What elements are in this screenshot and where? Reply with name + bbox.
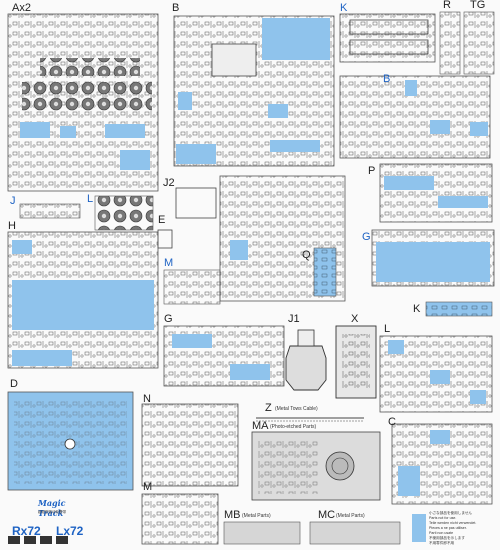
track-left-count: Lx72 (56, 524, 84, 538)
part-z-tow-cable (256, 417, 364, 422)
sprue-b (173, 15, 335, 167)
label-ma: MA (252, 420, 269, 432)
sprue-k-right (425, 301, 493, 317)
sprue-k-top (339, 13, 436, 63)
magic-track-logo: Magic Track 超轻型驱动轮履带 (38, 498, 78, 518)
label-q: Q (302, 249, 311, 261)
label-p: P (368, 165, 376, 177)
legend-line: Pieces a ne pas utiliser. (429, 526, 467, 530)
logo-subtitle: 超轻型驱动轮履带 (38, 510, 66, 514)
note-mb: (Metal Parts) (242, 513, 271, 519)
part-j1-turret (285, 329, 327, 391)
label-l-left: L (87, 193, 94, 205)
label-mc: MC (318, 509, 336, 521)
sprue-r-tg (439, 11, 495, 75)
logo-brand: Magic Track (38, 498, 66, 518)
label-j1: J1 (288, 313, 300, 325)
metal-parts-mb (223, 521, 301, 545)
note-ma: (Photo-etched Parts) (270, 424, 317, 430)
label-j2: J2 (163, 177, 175, 189)
legend-line: 不用零件即不用 (429, 541, 455, 545)
label-e: E (158, 214, 166, 226)
label-j: J (10, 195, 16, 207)
label-k-top: K (340, 2, 348, 14)
label-ax2: Ax2 (12, 2, 31, 14)
sprue-g-right (371, 229, 495, 287)
legend-swatch (412, 514, 426, 542)
sprue-g-mid (163, 325, 285, 387)
sprue-j (19, 203, 81, 219)
note-mc: (Metal Parts) (336, 513, 365, 519)
legend-line: 小さな部品を使用しません (429, 511, 473, 515)
unused-parts-legend: 小さな部品を使用しません Parts not for use. Teile we… (412, 511, 498, 548)
legend-line: 不使用部品を示します (429, 536, 465, 540)
label-c: C (388, 416, 396, 428)
sheet-ma-photo-etch (251, 431, 381, 501)
part-e (157, 229, 173, 249)
label-g-right: G (362, 231, 371, 243)
track-links-icon (8, 536, 68, 544)
label-k-right: K (413, 303, 421, 315)
track-right-count: Rx72 (12, 524, 41, 538)
sprue-l-right (379, 335, 493, 413)
legend-line: Teile werden nicht verwendet. (429, 521, 477, 525)
label-m-blue: M (164, 257, 174, 269)
part-x-hull (335, 325, 377, 399)
label-z: Z (265, 402, 272, 414)
label-g-mid: G (164, 313, 173, 325)
label-tg: TG (470, 0, 486, 11)
label-b: B (172, 2, 180, 14)
sprue-h (7, 231, 159, 369)
label-mb: MB (224, 509, 241, 521)
sprue-c (391, 423, 493, 505)
sprue-p (379, 163, 493, 223)
sprue-ax2 (7, 13, 159, 192)
label-l-right: L (384, 323, 391, 335)
label-d: D (10, 378, 18, 390)
sprue-b-right (339, 75, 491, 159)
label-n: N (143, 393, 151, 405)
sprue-m-blue (163, 269, 221, 305)
sprue-m-bottom (141, 493, 219, 545)
label-x: X (351, 313, 359, 325)
label-b-right: B (383, 73, 391, 85)
legend-line: Parts not for use. (429, 516, 457, 520)
sprue-d (7, 391, 134, 491)
sprue-n (141, 403, 239, 487)
label-h: H (8, 220, 16, 232)
sprue-q (313, 247, 337, 297)
sprue-l-left (94, 195, 154, 231)
legend-line: Parti non usate (429, 531, 454, 535)
note-z: (Metal Tows Cable) (275, 406, 318, 412)
label-r: R (443, 0, 451, 11)
label-m-bottom: M (143, 481, 153, 493)
metal-parts-mc (309, 521, 401, 545)
